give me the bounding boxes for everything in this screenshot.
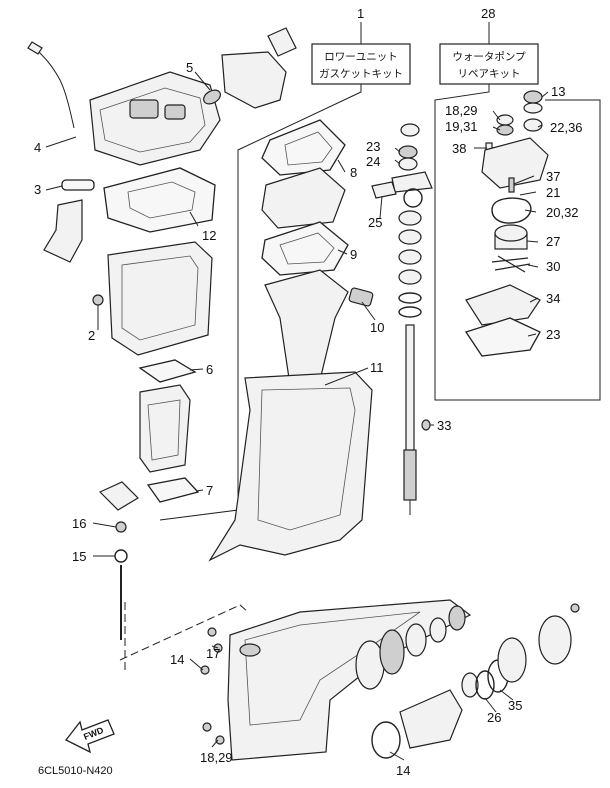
water-tube [43, 199, 83, 263]
water-pump-parts [464, 90, 549, 357]
callout-9: 9 [350, 247, 357, 262]
part-3-gasket [61, 179, 95, 191]
callout-10: 10 [370, 320, 384, 335]
callout-16: 15 [72, 549, 86, 564]
callout-28: 28 [481, 6, 495, 21]
callout-27: 14 [396, 763, 410, 778]
callout-18-29-a: 18,29 [445, 103, 478, 118]
plate-under-8 [261, 167, 346, 229]
part-7-gasket [146, 477, 200, 503]
water-pump-kit-line2: リペアキット [458, 68, 521, 80]
callout-14-b: 18,29 [200, 750, 233, 765]
callout-26: 26 [487, 710, 501, 725]
callout-37: 37 [546, 169, 560, 184]
part-34-pin [421, 419, 431, 431]
callout-30: 27 [546, 234, 560, 249]
water-pump-kit-label: 28 ウォータポンプ リペアキット [439, 6, 539, 85]
water-pump-kit-line1: ウォータポンプ [452, 51, 526, 63]
callout-34: 33 [437, 418, 451, 433]
exhaust-muffler [139, 384, 191, 473]
driveshaft-column [391, 123, 433, 515]
part-8-gasket [261, 119, 346, 176]
callout-14-a: 17 [206, 646, 220, 661]
callout-18-29-b: 19,31 [445, 119, 478, 134]
fwd-arrow-icon: FWD [65, 719, 115, 754]
callout-6: 6 [206, 362, 213, 377]
callout-35: 34 [546, 291, 560, 306]
callout-20-32: 21 [546, 185, 560, 200]
callout-12: 12 [202, 228, 216, 243]
part-9-gasket [261, 221, 349, 276]
callout-24: 25 [368, 215, 382, 230]
callout-3: 3 [34, 182, 41, 197]
extension-housing [92, 241, 213, 356]
upper-casing-assembly [27, 41, 221, 166]
upper-housing [264, 269, 349, 386]
callout-2: 2 [88, 328, 95, 343]
callout-1: 1 [357, 6, 364, 21]
diagram-code: 6CL5010-N420 [38, 765, 113, 777]
part-24-clip [371, 181, 397, 199]
part-10-seal [348, 287, 374, 307]
callout-21: 22,36 [550, 120, 583, 135]
gasket-kit-label: 1 ロワーユニット ガスケットキット [311, 6, 411, 85]
callout-25: 35 [508, 698, 522, 713]
callout-13: 13 [551, 84, 565, 99]
part-12-gasket [103, 167, 216, 233]
callout-4: 4 [34, 140, 41, 155]
callout-7: 7 [206, 483, 213, 498]
callout-19-31: 20,32 [546, 205, 579, 220]
callout-8: 8 [350, 165, 357, 180]
callout-11: 11 [370, 360, 384, 375]
gasket-kit-line2: ガスケットキット [319, 68, 403, 80]
shift-rod-lower [98, 481, 139, 640]
lower-casing [208, 371, 373, 562]
callout-22-36: 23 [546, 327, 560, 342]
prop-shaft-gears [355, 603, 580, 759]
callout-33: 30 [546, 259, 560, 274]
callout-38: 38 [452, 141, 466, 156]
callout-23-b: 24 [366, 154, 380, 169]
gasket-kit-line1: ロワーユニット [324, 51, 398, 63]
part-5-grommet [203, 27, 297, 109]
callout-leaders [45, 71, 549, 761]
callout-15: 14 [170, 652, 184, 667]
callout-numbers: 4 3 5 12 2 6 7 8 9 10 11 13 18,29 19,31 … [34, 60, 583, 778]
part-6-gasket [138, 359, 197, 383]
callout-17: 16 [72, 516, 86, 531]
callout-23-a: 23 [366, 139, 380, 154]
callout-5: 5 [186, 60, 193, 75]
